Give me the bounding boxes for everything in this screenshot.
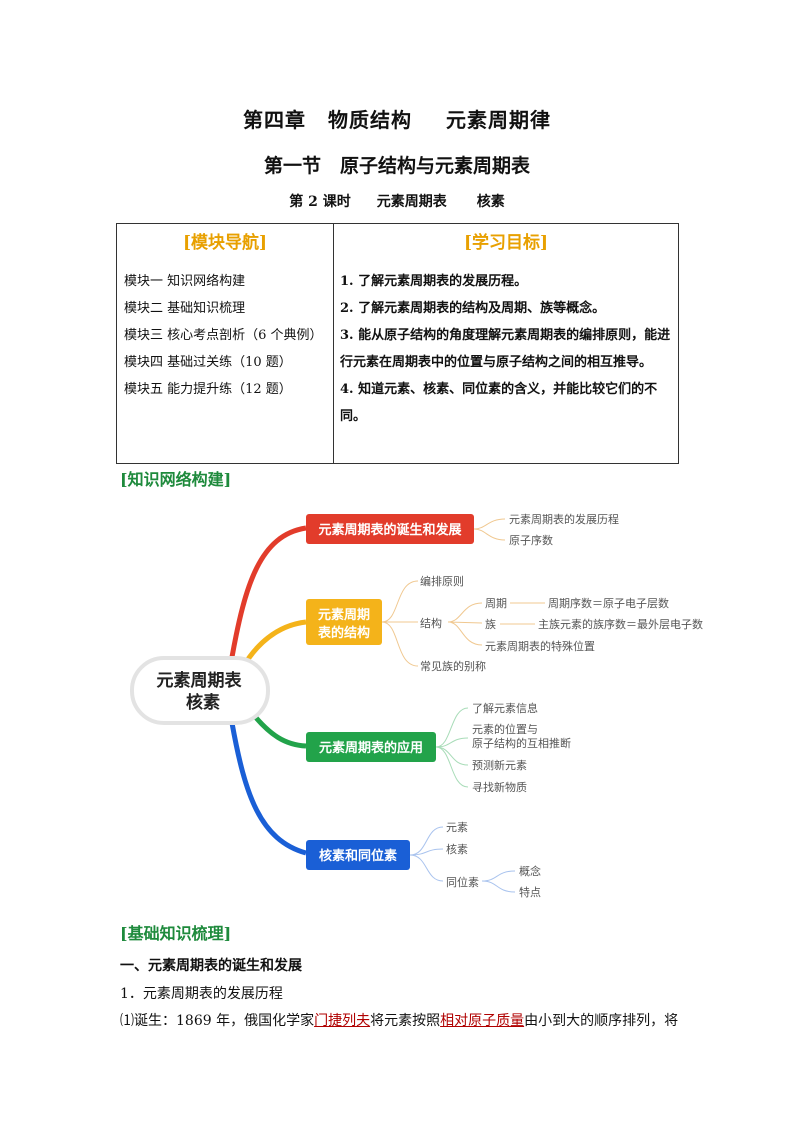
leaf-common-groups: 常见族的别称 (420, 659, 486, 673)
answer-mendeleev: 门捷列夫 (314, 1013, 371, 1029)
branch-label-application: 元素周期表的应用 (319, 740, 423, 756)
branch-line-green (250, 711, 307, 749)
leaf-concept: 概念 (519, 864, 541, 878)
branch-label-nuclide: 核素和同位素 (319, 848, 397, 864)
leaf-feature: 特点 (519, 885, 541, 899)
module-item: 模块二 基础知识梳理 (124, 301, 246, 316)
section-title: 第一节 原子结构与元素周期表 (263, 155, 530, 177)
goal-item: 4. 知道元素、核素、同位素的含义，并能比较它们的不同。 (340, 382, 658, 424)
leaf-lines-isotope (481, 870, 516, 893)
heading-birth-development: 一、元素周期表的诞生和发展 (120, 958, 302, 974)
chapter-topic-2: 元素周期律 (446, 108, 551, 132)
text-segment: ⑴诞生：1869 年，俄国化学家 (120, 1013, 315, 1029)
branch-line-orange (241, 619, 307, 667)
lesson-number: 第 2 课时 (289, 194, 351, 210)
module-nav-cell: [模块导航] 模块一 知识网络构建 模块二 基础知识梳理 模块三 核心考点剖析（… (116, 223, 334, 464)
leaf-nuclide: 核素 (446, 842, 468, 856)
leaf-group: 族 (485, 617, 496, 631)
text-segment: 将元素按照 (370, 1013, 441, 1029)
leaf-lines-b2 (381, 580, 419, 667)
leaf-period-detail: 周期序数＝原子电子层数 (548, 596, 669, 610)
section-knowledge-network: [知识网络构建] (120, 470, 232, 489)
chapter-title: 第四章物质结构 元素周期律 (0, 104, 794, 133)
chapter-number: 第四章 (243, 108, 306, 132)
module-list: 模块一 知识网络构建 模块二 基础知识梳理 模块三 核心考点剖析（6 个典例） … (117, 268, 333, 403)
module-item: 模块五 能力提升练（12 题） (124, 382, 292, 397)
goal-item: 1. 了解元素周期表的发展历程。 (340, 274, 528, 289)
leaf-new-substance: 寻找新物质 (472, 780, 527, 794)
chapter-topic: 物质结构 (328, 108, 412, 132)
leaf-position-1: 元素的位置与 (472, 722, 538, 736)
answer-atomic-mass: 相对原子质量 (440, 1013, 525, 1029)
paragraph-birth: ⑴诞生：1869 年，俄国化学家门捷列夫将元素按照相对原子质量由小到大的顺序排列… (120, 1010, 678, 1030)
leaf-special-position: 元素周期表的特殊位置 (485, 639, 595, 653)
leaf-lines-b4 (409, 826, 444, 882)
learning-goal-cell: [学习目标] 1. 了解元素周期表的发展历程。 2. 了解元素周期表的结构及周期… (333, 223, 679, 464)
lesson-topic: 元素周期表 (376, 194, 447, 210)
center-text-2: 核素 (186, 692, 220, 713)
branch-line-blue (229, 722, 307, 856)
section-basic-knowledge: [基础知识梳理] (120, 924, 232, 943)
leaf-structure: 结构 (420, 616, 442, 630)
center-node (130, 656, 270, 725)
center-text-1: 元素周期表 (157, 670, 243, 691)
branch-label-structure-2: 表的结构 (317, 625, 370, 641)
leaf-atomic-number: 原子序数 (509, 533, 553, 547)
branch-node-nuclide (306, 840, 410, 870)
branch-node-birth (306, 514, 474, 544)
leaf-element-info: 了解元素信息 (472, 701, 538, 715)
branch-node-application (306, 732, 436, 762)
leaf-history: 元素周期表的发展历程 (509, 512, 619, 526)
leaf-rule: 编排原则 (420, 574, 464, 588)
goal-list: 1. 了解元素周期表的发展历程。 2. 了解元素周期表的结构及周期、族等概念。 … (334, 268, 678, 430)
leaf-position-2: 原子结构的互相推断 (472, 736, 571, 750)
lesson-title: 第 2 课时 元素周期表 核素 (0, 191, 794, 211)
module-item: 模块三 核心考点剖析（6 个典例） (124, 328, 323, 343)
leaf-element: 元素 (446, 821, 468, 834)
learning-goal-header: [学习目标] (463, 233, 549, 253)
branch-label-structure-1: 元素周期 (318, 607, 370, 623)
leaf-period: 周期 (485, 597, 507, 610)
branch-node-structure (306, 599, 382, 645)
module-goal-table: [模块导航] 模块一 知识网络构建 模块二 基础知识梳理 模块三 核心考点剖析（… (116, 223, 679, 464)
leaf-lines-b1 (473, 518, 506, 541)
leaf-predict: 预测新元素 (472, 758, 527, 772)
module-item: 模块四 基础过关练（10 题） (124, 355, 292, 370)
leaf-lines-struct (447, 602, 483, 646)
goal-item: 3. 能从原子结构的角度理解元素周期表的编排原则，能进行元素在周期表中的位置与原… (340, 328, 671, 370)
module-nav-header: [模块导航] (182, 233, 268, 253)
leaf-lines-b3 (435, 707, 469, 788)
lesson-topic-2: 核素 (476, 194, 505, 210)
module-item: 模块一 知识网络构建 (124, 274, 246, 289)
text-segment: 由小到大的顺序排列，将 (524, 1013, 679, 1029)
leaf-isotope: 同位素 (446, 875, 479, 889)
goal-item: 2. 了解元素周期表的结构及周期、族等概念。 (340, 301, 606, 316)
heading-history: 1．元素周期表的发展历程 (120, 986, 283, 1002)
branch-label-birth: 元素周期表的诞生和发展 (318, 522, 462, 538)
mind-map: 元素周期表 核素 元素周期表的诞生和发展 元素周期表的发展历程 原子序数 元素周… (130, 512, 703, 899)
branch-line-red (229, 525, 307, 658)
leaf-group-detail: 主族元素的族序数＝最外层电子数 (538, 617, 703, 631)
